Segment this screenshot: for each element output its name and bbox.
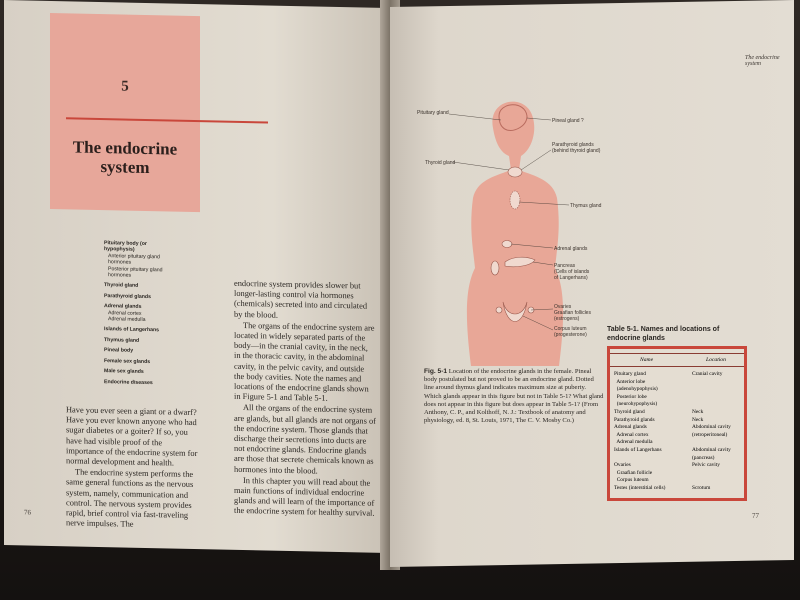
- label-thyroid: Thyroid gland: [425, 160, 456, 166]
- table-title-line: Table 5-1. Names and locations of: [607, 326, 720, 333]
- table-cell-name: Graafian follicle: [614, 469, 653, 476]
- chapter-title-line: The endocrine: [72, 137, 178, 159]
- chapter-header-block: 5 The endocrine system: [50, 12, 268, 213]
- table-cell-name: Adrenal glands: [614, 424, 647, 431]
- label-ovaries: Graafian follicles: [554, 310, 591, 316]
- table-cell-location: (pancreas): [692, 454, 715, 461]
- running-head-line: The endocrine: [745, 55, 780, 61]
- ovary-shape: [495, 306, 503, 314]
- body-column-1: Have you ever seen a giant or a dwarf? H…: [66, 405, 200, 532]
- caption-label: Fig. 5-1: [424, 368, 448, 375]
- table-cell-location: Abdominal cavity: [692, 447, 731, 453]
- paragraph: In this chapter you will read about the …: [234, 475, 375, 519]
- brain-outline: [498, 104, 528, 131]
- left-page: 5 The endocrine system Pituitary body (o…: [4, 0, 388, 554]
- paragraph: The organs of the endocrine system are l…: [234, 320, 375, 404]
- toc-entry: Islands of Langerhans: [104, 326, 160, 334]
- table-cell-location: Pelvic cavity: [692, 462, 720, 469]
- table-header: Name Location: [610, 353, 744, 367]
- table-cell-location: Scrotum: [692, 485, 711, 491]
- label-pineal: Pineal gland ?: [552, 118, 584, 124]
- thyroid-shape: [507, 166, 523, 178]
- endocrine-figure: Pituitary gland Pineal gland ? Parathyro…: [417, 101, 602, 366]
- paragraph: The endocrine system performs the same g…: [66, 467, 194, 529]
- thymus-shape: [509, 190, 521, 210]
- column-header-location: Location: [706, 357, 726, 363]
- label-adrenal: Adrenal glands: [554, 246, 588, 252]
- toc-entry: Endocrine diseases: [104, 378, 153, 386]
- table-cell-name: Testes (interstitial cells): [614, 485, 666, 491]
- table-cell-name: (neurohypophysis): [614, 401, 658, 408]
- table-title-line: endocrine glands: [607, 335, 665, 342]
- figure-caption: Fig. 5-1 Location of the endocrine gland…: [424, 368, 604, 425]
- body-silhouette: [466, 101, 564, 366]
- table-cell-name: Islands of Langerhans: [614, 447, 662, 453]
- toc-entry: Pineal body: [104, 347, 134, 354]
- table-cell-name: Posterior lobe: [614, 393, 647, 400]
- adrenal-shape: [501, 240, 513, 248]
- table-cell-name: Pituitary gland: [614, 371, 646, 377]
- uterus-shape: [502, 301, 528, 322]
- toc-entry: Female sex glands: [104, 357, 151, 365]
- table-cell-name: Corpus luteum: [614, 477, 649, 484]
- toc-entry: Adrenal medulla: [108, 316, 146, 324]
- chapter-number: 5: [121, 78, 129, 95]
- toc-entry: Thymus gland: [104, 336, 140, 344]
- table-cell-location: Abdominal cavity: [692, 424, 731, 431]
- paragraph: All the organs of the endocrine system a…: [234, 403, 376, 476]
- toc-entry: Thyroid gland: [104, 282, 139, 290]
- chapter-title: The endocrine system: [50, 137, 200, 178]
- running-head-line: system: [745, 61, 761, 67]
- label-ovaries: Ovaries: [554, 304, 572, 310]
- paragraph: endocrine system provides slower but lon…: [234, 278, 368, 320]
- paragraph: Have you ever seen a giant or a dwarf? H…: [66, 405, 198, 468]
- figure-leaders: [448, 113, 570, 331]
- toc-entry: Male sex glands: [104, 368, 144, 376]
- toc-entry: hormones: [108, 272, 132, 279]
- label-parathyroid: Parathyroid glands: [552, 142, 594, 148]
- kidney-shape: [490, 260, 500, 276]
- table-cell-location: (retroperitoneal): [692, 431, 728, 438]
- chapter-title-line: system: [100, 157, 150, 178]
- table-cell-name: (adenohypophysis): [614, 386, 658, 393]
- table-cell-name: Anterior lobe: [614, 378, 646, 385]
- table-cell-name: Adrenal cortex: [614, 431, 649, 438]
- caption-text: Location of the endocrine glands in the …: [424, 368, 604, 425]
- page-number-right: 77: [752, 512, 759, 520]
- label-corpus: (progesterone): [554, 332, 587, 338]
- label-pancreas: of Langerhans): [554, 275, 588, 281]
- running-head: The endocrine system: [745, 55, 780, 67]
- body-column-2: endocrine system provides slower but lon…: [234, 279, 376, 521]
- label-parathyroid: (behind thyroid gland): [552, 148, 601, 154]
- label-thymus: Thymus gland: [570, 203, 602, 209]
- glands-table: Name Location Pituitary gland Cranial cav…: [607, 346, 747, 501]
- table-cell-name: Adrenal medulla: [614, 439, 653, 446]
- label-corpus: Corpus luteum: [554, 326, 587, 332]
- table-cell-name: Parathyroid glands: [614, 416, 655, 423]
- label-pituitary: Pituitary gland: [417, 110, 449, 116]
- pancreas-shape: [504, 256, 536, 268]
- table-cell-location: Neck: [692, 409, 704, 415]
- toc-entry: Parathyroid glands: [104, 292, 151, 300]
- table-cell-location: Cranial cavity: [692, 371, 723, 377]
- table-cell-name: Thyroid gland: [614, 409, 645, 415]
- label-pancreas: (Cells of islands: [554, 269, 590, 275]
- chapter-rule: [66, 117, 268, 124]
- table-cell-location: Neck: [692, 416, 704, 423]
- table-cell-name: Ovaries: [614, 462, 631, 469]
- page-number-left: 76: [24, 508, 31, 517]
- label-pancreas: Pancreas: [554, 263, 576, 269]
- table-title: Table 5-1. Names and locations of endocr…: [607, 325, 719, 343]
- column-header-name: Name: [640, 357, 654, 363]
- label-ovaries: (estrogens): [554, 316, 580, 322]
